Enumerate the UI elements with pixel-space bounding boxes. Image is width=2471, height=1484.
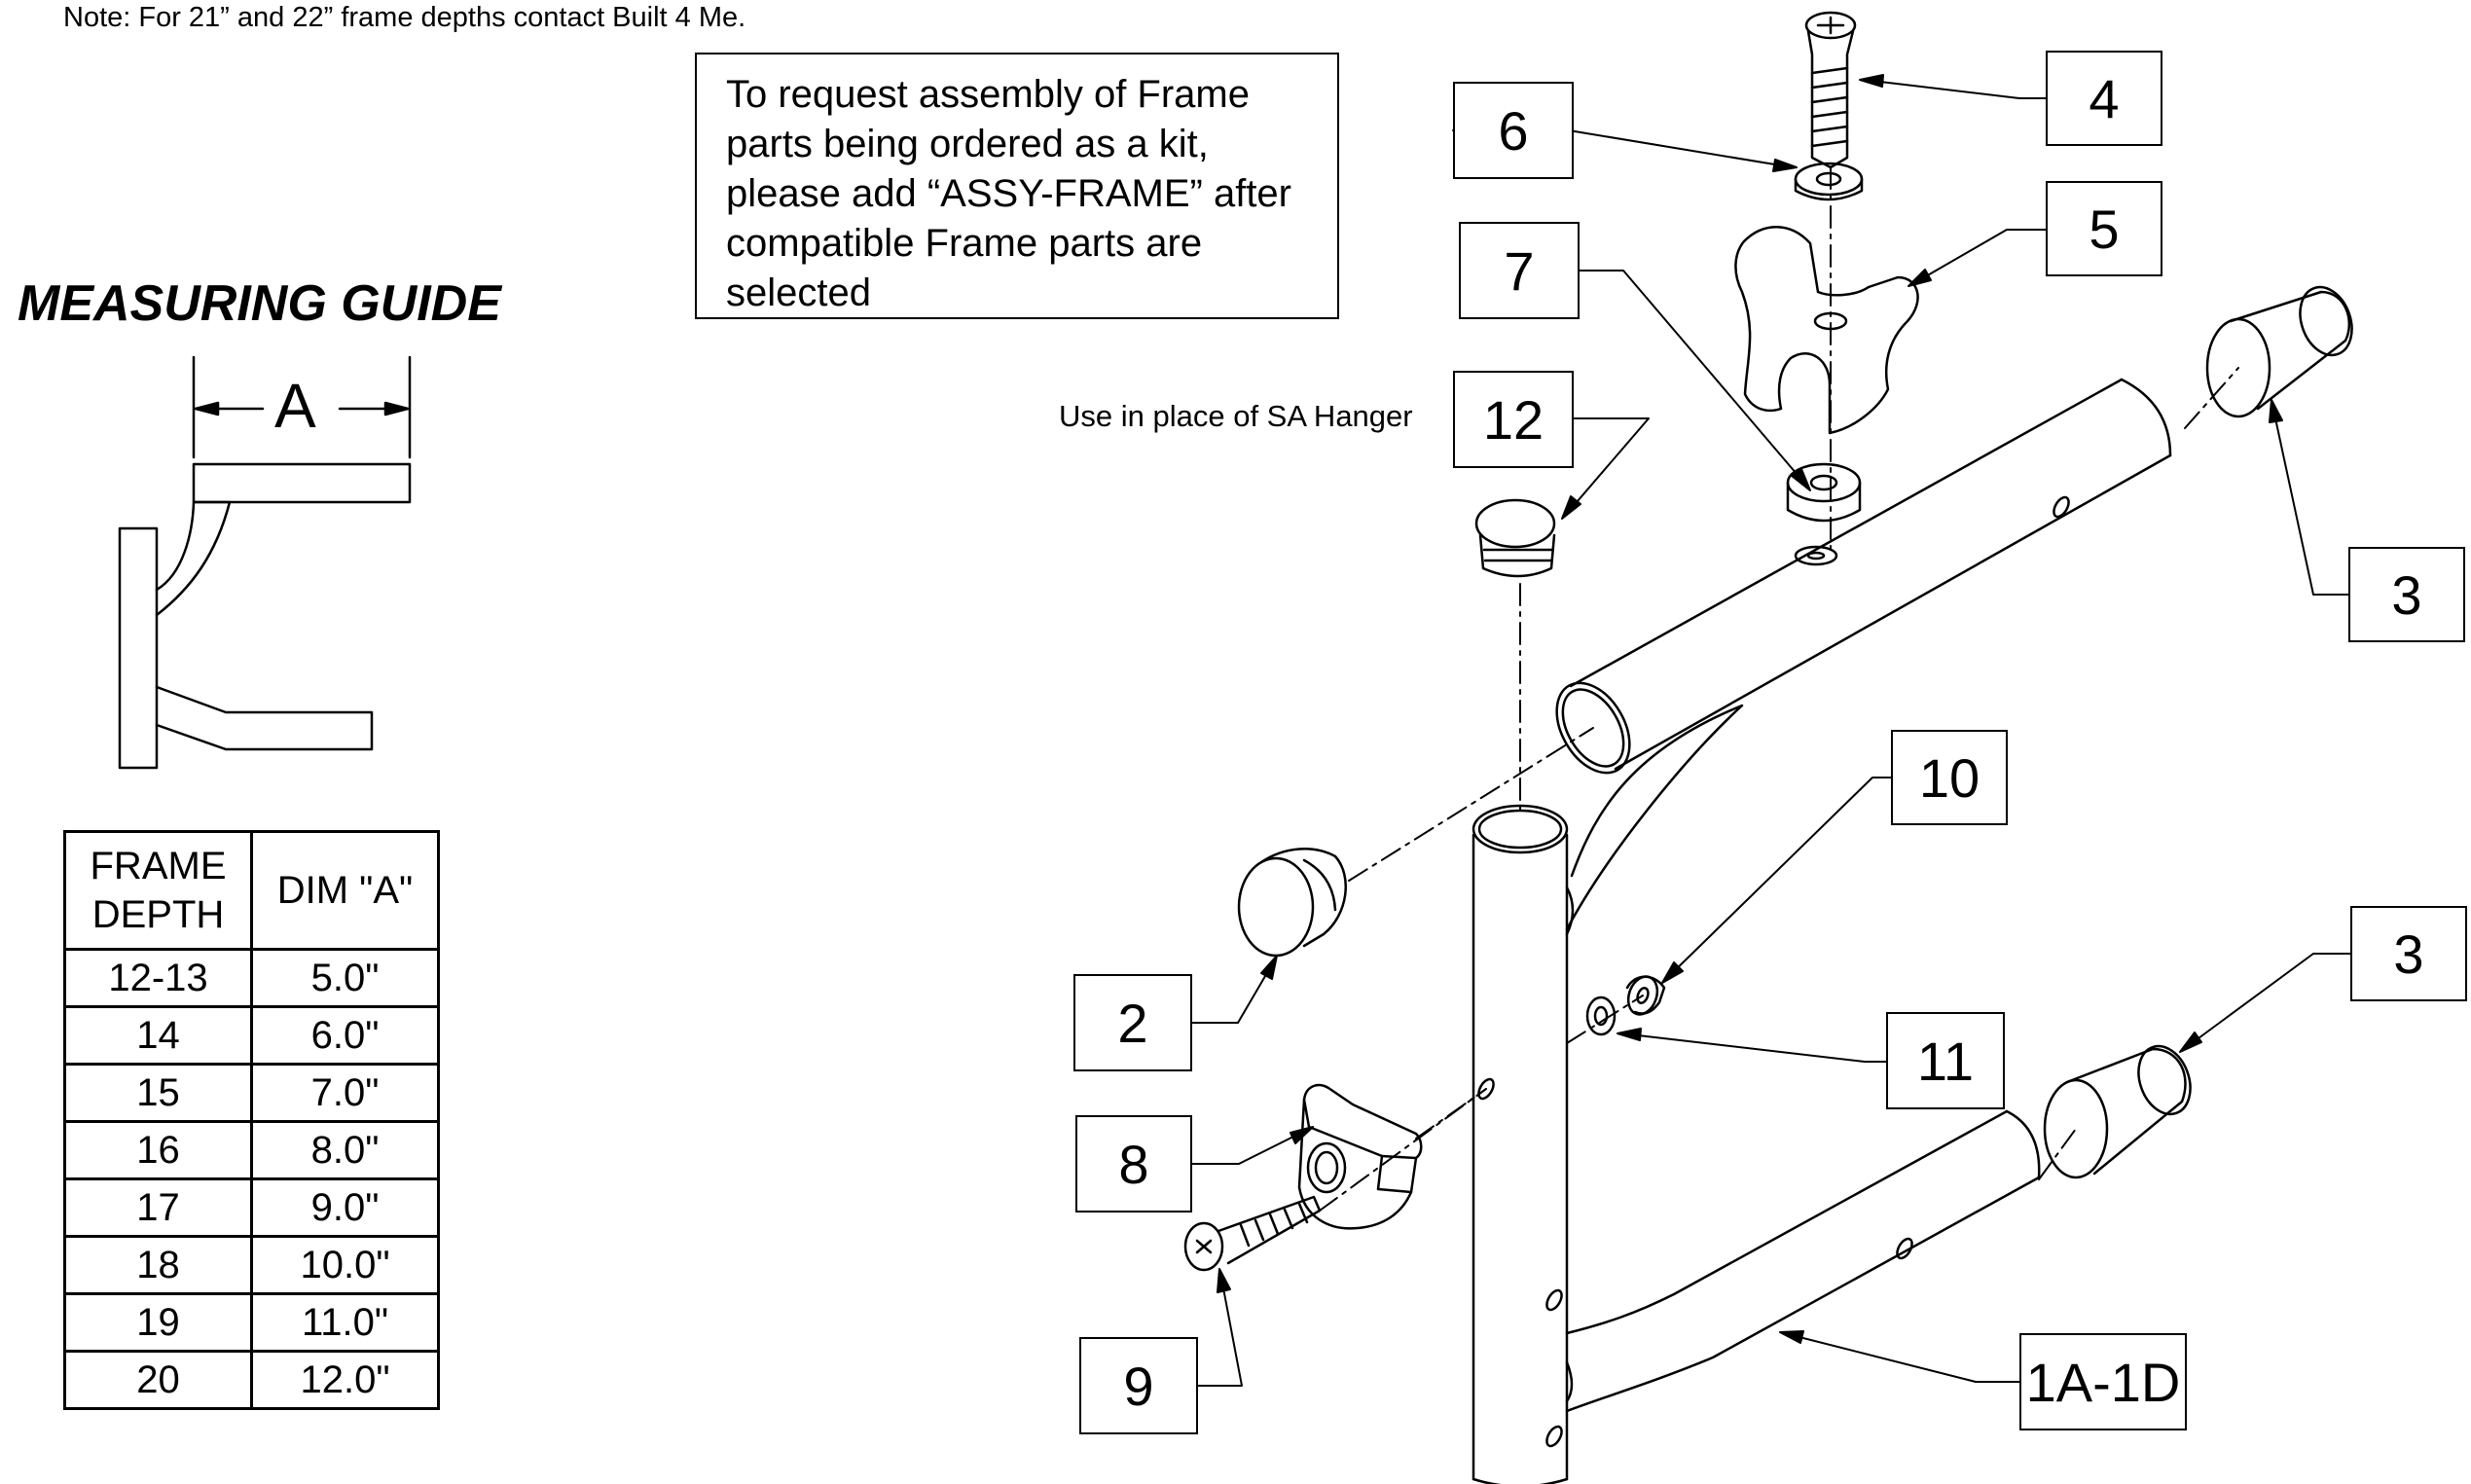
callout-5: 5 [2046,181,2162,276]
vertical-frame-tube [1472,804,1569,1484]
assembly-line-3: please add “ASSY-FRAME” after [726,172,1291,215]
header-dim-a: DIM "A" [250,830,440,951]
part-3-top-end-cap [2205,285,2353,418]
assembly-request-box: To request assembly of Frame parts being… [695,53,1339,319]
part-12-plug [1474,498,1556,578]
callout-9: 9 [1079,1337,1198,1434]
part-11-washer [1585,995,1617,1036]
dim-cell: 8.0" [250,1120,440,1180]
callout-3-bottom: 3 [2350,906,2467,1001]
assembly-axis-lines [1319,166,2239,1212]
assembly-request-text: To request assembly of Frame parts being… [726,70,1291,318]
part-6-washer [1794,162,1864,201]
header-frame-depth: FRAME DEPTH [63,830,253,951]
assembly-line-4: compatible Frame parts are [726,222,1203,265]
part-3-bottom-end-cap [2043,1044,2192,1179]
measuring-guide-sketch [118,355,412,770]
assembly-line-5: selected [726,271,871,314]
callout-8: 8 [1075,1115,1192,1213]
callout-4: 4 [2046,51,2162,146]
depth-cell: 19 [63,1292,253,1353]
frame-depth-note: Note: For 21” and 22” frame depths conta… [63,2,746,33]
part-5-clamp [1734,226,1919,435]
depth-cell: 18 [63,1235,253,1295]
small-washer [1794,545,1838,566]
dim-cell: 11.0" [250,1292,440,1353]
dim-cell: 12.0" [250,1350,440,1410]
table-header-row: FRAME DEPTH DIM "A" [63,830,440,951]
callout-7: 7 [1459,222,1580,319]
part-8-bracket [1297,1083,1423,1230]
depth-cell: 16 [63,1120,253,1180]
depth-cell: 12-13 [63,948,253,1008]
assembly-line-1: To request assembly of Frame [726,73,1250,116]
depth-cell: 14 [63,1005,253,1066]
callout-2: 2 [1073,974,1192,1071]
callout-11: 11 [1886,1012,2005,1109]
callout-3-top: 3 [2348,547,2465,642]
callout-1a-1d: 1A-1D [2019,1333,2187,1430]
header-depth: DEPTH [91,893,225,936]
dim-cell: 9.0" [250,1177,440,1238]
callout-10: 10 [1891,730,2008,825]
part-4-screw [1804,11,1857,169]
part-7-spacer [1786,462,1862,523]
measuring-guide-title: MEASURING GUIDE [18,275,501,332]
dimension-a-label: A [274,371,316,441]
depth-cell: 17 [63,1177,253,1238]
callout-12: 12 [1453,371,1574,468]
assembly-line-2: parts being ordered as a kit, [726,123,1209,165]
upper-diagonal-tube [1555,378,2172,936]
lower-diagonal-tube [1565,1109,2041,1413]
depth-cell: 20 [63,1350,253,1410]
dim-cell: 10.0" [250,1235,440,1295]
callout-6: 6 [1453,82,1574,179]
part-9-screw [1183,1195,1322,1272]
header-frame: FRAME [90,845,227,887]
callout-leader-lines [1191,74,2351,1387]
part-10-nut [1625,975,1666,1016]
part-2-end-cap [1237,848,1347,958]
depth-cell: 15 [63,1063,253,1123]
dim-cell: 6.0" [250,1005,440,1066]
dim-cell: 5.0" [250,948,440,1008]
hanger-note: Use in place of SA Hanger [1059,399,1413,433]
dim-cell: 7.0" [250,1063,440,1123]
